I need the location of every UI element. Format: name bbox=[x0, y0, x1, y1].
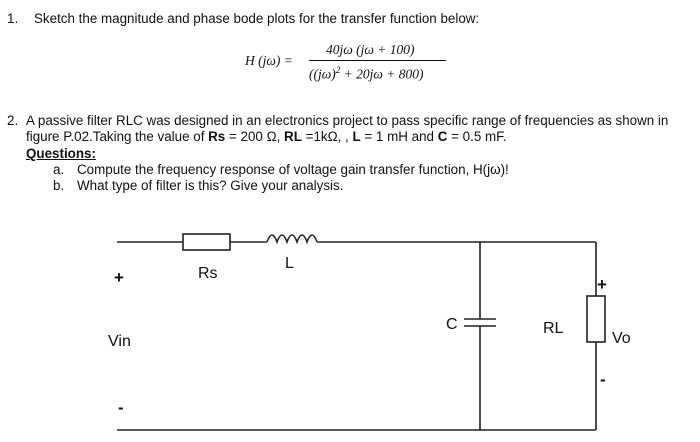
rs-value: = 200 Ω, bbox=[225, 129, 285, 144]
q2-line2: figure P.02.Taking the value of Rs = 200… bbox=[26, 129, 507, 145]
resistor-rl bbox=[586, 295, 606, 343]
vin-label: Vin bbox=[108, 333, 131, 350]
fraction-bar bbox=[309, 60, 446, 61]
denominator-part-a: ((jω) bbox=[309, 66, 336, 82]
question-b-text: What type of filter is this? Give your a… bbox=[77, 178, 344, 193]
resistor-rs bbox=[182, 233, 231, 251]
denominator-exponent: 2 bbox=[335, 65, 341, 75]
vin-minus-sign: - bbox=[118, 398, 124, 417]
rs-symbol: Rs bbox=[208, 129, 226, 144]
q1-text: Sketch the magnitude and phase bode plot… bbox=[34, 11, 480, 26]
denominator-part-b: + 20jω + 800) bbox=[340, 66, 424, 82]
questions-heading: Questions: bbox=[26, 146, 96, 161]
inductor-l bbox=[266, 234, 318, 245]
c-label: C bbox=[446, 316, 458, 333]
q1-number: 1. bbox=[7, 11, 19, 26]
equation-denominator: ((jω)2 + 20jω + 800) bbox=[309, 62, 424, 83]
question-a-text: Compute the frequency response of voltag… bbox=[77, 162, 509, 177]
q2-line2-start: figure P.02.Taking the value of bbox=[26, 129, 209, 144]
vo-minus-sign: - bbox=[600, 370, 606, 389]
q2-line1: A passive filter RLC was designed in an … bbox=[26, 113, 669, 128]
rs-label: Rs bbox=[198, 265, 218, 282]
equation-lhs: H (jω) = bbox=[245, 53, 293, 68]
l-value: = 1 mH and bbox=[360, 129, 438, 144]
rl-label: RL bbox=[543, 320, 564, 337]
question-b-marker: b. bbox=[53, 178, 65, 193]
question-a-marker: a. bbox=[53, 162, 65, 177]
vo-plus-sign: + bbox=[597, 275, 607, 294]
equation-numerator: 40jω (jω + 100) bbox=[326, 42, 415, 57]
l-symbol: L bbox=[352, 129, 361, 144]
c-symbol: C bbox=[437, 129, 448, 144]
q2-number: 2. bbox=[7, 113, 19, 128]
l-label: L bbox=[285, 255, 294, 272]
rl-symbol: RL bbox=[284, 129, 302, 144]
rl-value: =1kΩ, , bbox=[301, 129, 353, 144]
vo-label: Vo bbox=[612, 330, 631, 347]
vin-plus-sign: + bbox=[114, 268, 124, 287]
c-value: = 0.5 mF. bbox=[447, 129, 507, 144]
